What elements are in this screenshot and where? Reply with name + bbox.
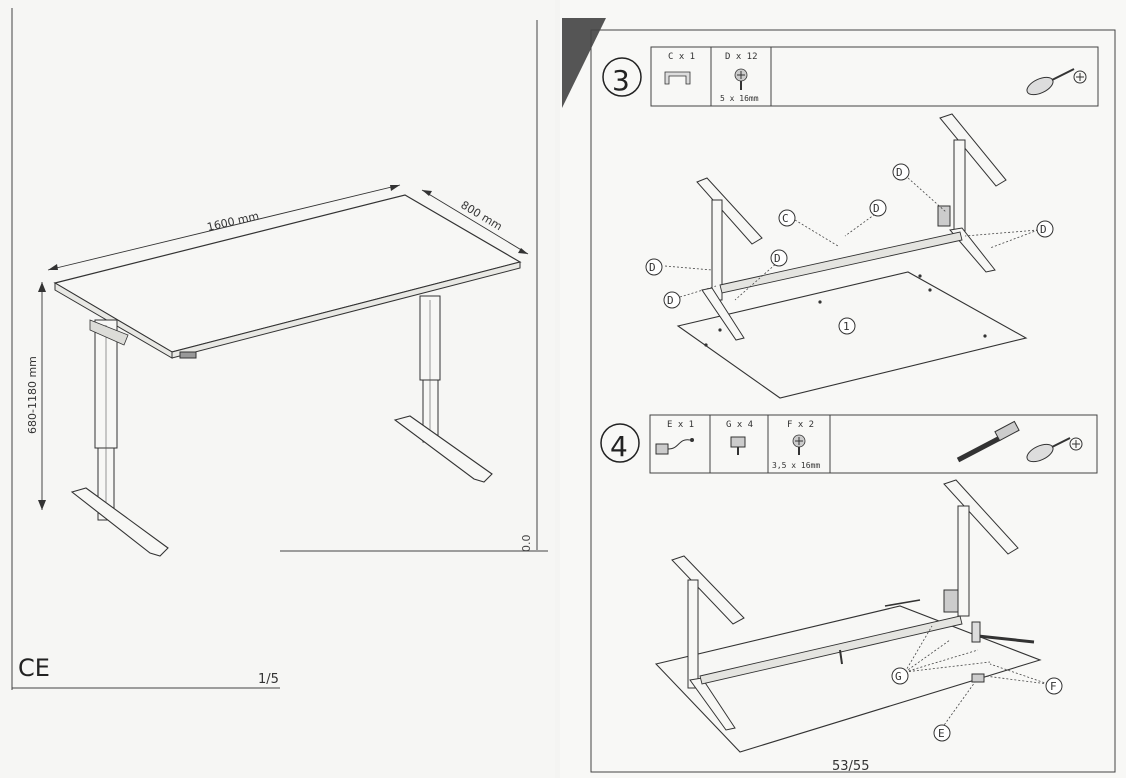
dimension-lines — [38, 184, 529, 510]
desk-left-foot — [70, 487, 169, 557]
cable-clip-icon — [730, 436, 746, 455]
step-4-circle — [600, 423, 640, 463]
part-g-label: G x 4 — [726, 420, 753, 430]
callout-1: 1 — [843, 320, 850, 333]
desk-illustration — [53, 194, 522, 557]
callout-d-4: D — [873, 202, 880, 215]
screwdriver-icon — [1026, 68, 1087, 96]
part-d-label: D x 12 — [725, 52, 758, 62]
step-3-circle — [602, 57, 642, 97]
desk-control-handset — [179, 351, 197, 359]
step-3-tabletop — [676, 271, 1028, 399]
step-4-number: 4 — [610, 430, 628, 463]
callout-e: E — [938, 727, 945, 740]
step-4-tabletop — [654, 605, 1042, 753]
callout-d-1: D — [649, 261, 656, 274]
callout-g: G — [895, 670, 902, 683]
desk-right-foot — [393, 415, 493, 483]
screwdriver-icon — [1026, 437, 1083, 463]
part-e-label: E x 1 — [667, 420, 694, 430]
screw-icon — [734, 68, 748, 90]
part-f-size: 3,5 x 16mm — [772, 461, 820, 470]
step-3-callouts: D D D C D D D 1 — [645, 163, 1054, 335]
part-d-size: 5 x 16mm — [720, 94, 759, 103]
step-4-parts-box — [649, 414, 1098, 474]
bracket-icon — [664, 71, 691, 85]
depth-dimension-line — [421, 189, 529, 255]
step-3-number: 3 — [612, 64, 630, 97]
width-dimension-line — [47, 184, 401, 271]
step-4-callouts: G F E — [891, 667, 1063, 742]
callout-d-5: D — [896, 166, 903, 179]
right-page-border — [590, 29, 1116, 773]
hammer-icon — [956, 420, 1020, 463]
step-3-parts-box — [650, 46, 1099, 107]
page-corner-shadow — [562, 18, 606, 108]
left-page — [0, 0, 555, 778]
part-c-label: C x 1 — [668, 52, 695, 62]
desk-top-edge-side — [171, 261, 521, 359]
edge-text: 0.0 — [520, 535, 533, 553]
callout-d-2: D — [667, 294, 674, 307]
callout-d-6: D — [1040, 223, 1047, 236]
screw-small-icon — [792, 434, 806, 455]
cable-switch-icon — [655, 438, 694, 455]
callout-f: F — [1050, 680, 1057, 693]
step-3: 3 C x 1 D x 12 5 x 16mm — [602, 46, 1099, 399]
step-3-assembly-drawing — [664, 113, 1039, 399]
height-dimension: 680-1180 mm — [26, 356, 39, 434]
step-4-assembly-drawing — [654, 479, 1049, 753]
step-4: 4 E x 1 G x 4 F x 2 3,5 x 16mm — [600, 414, 1098, 753]
part-f-label: F x 2 — [787, 420, 814, 430]
callout-d-3: D — [774, 252, 781, 265]
callout-c: C — [782, 212, 789, 225]
left-page-number: 1/5 — [258, 672, 279, 687]
right-page-number: 53/55 — [832, 759, 869, 774]
ce-mark: CE — [18, 654, 50, 682]
